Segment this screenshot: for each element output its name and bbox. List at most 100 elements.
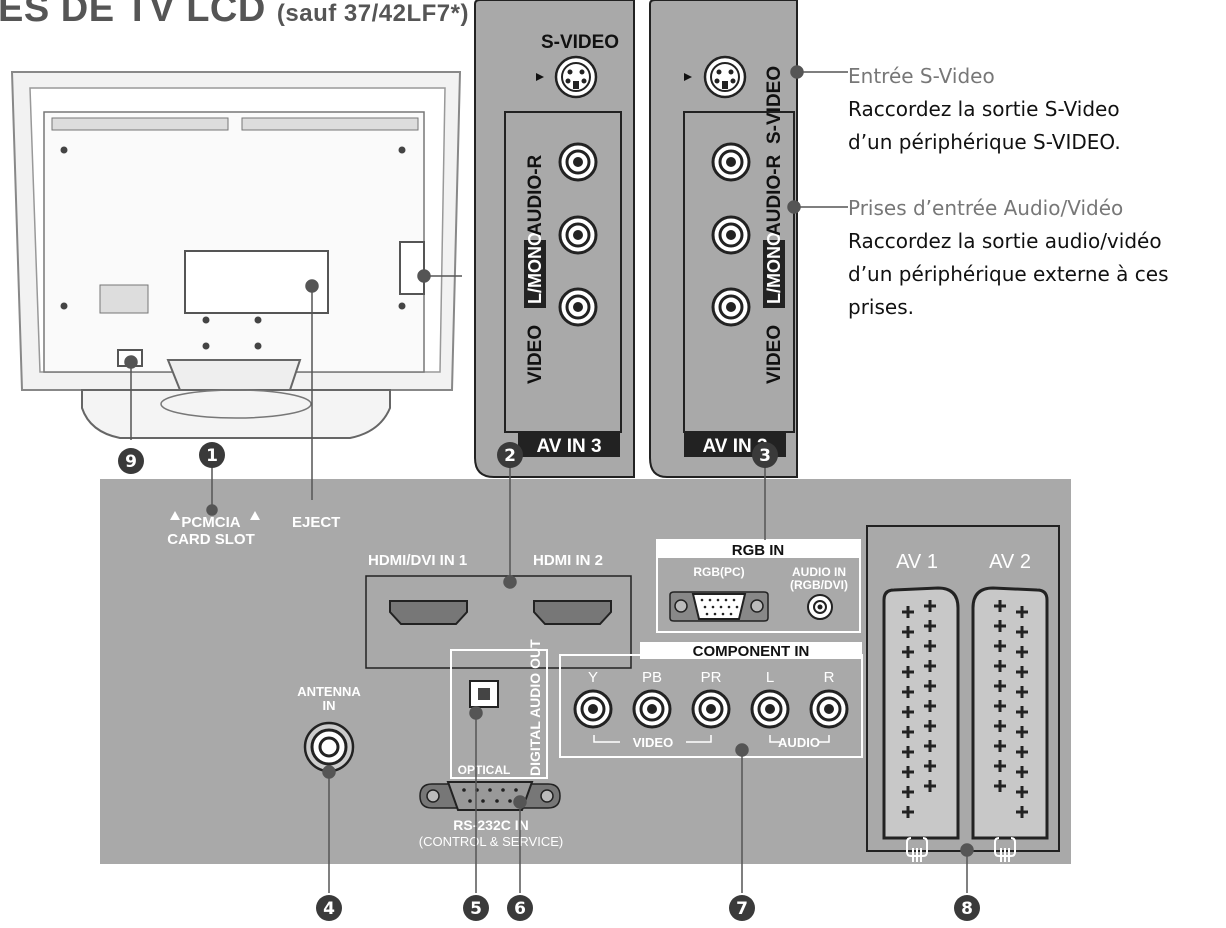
svg-text:2: 2 [504, 446, 516, 466]
comp-pb-label: PB [642, 669, 662, 686]
comp-y-label: Y [588, 669, 598, 686]
audio-l-port [558, 215, 598, 255]
svg-text:VIDEO: VIDEO [764, 325, 785, 384]
antenna-port [303, 721, 355, 773]
avin3-label: AV IN 3 [536, 436, 601, 457]
svg-text:5: 5 [470, 899, 482, 919]
svg-text:AUDIO-R: AUDIO-R [764, 154, 785, 236]
svideo-heading: Entrée S-Video [848, 64, 995, 88]
svideo-text-line: d’un périphérique S-VIDEO. [848, 130, 1121, 154]
comp-audio-label: AUDIO [778, 735, 820, 750]
av-text-line: prises. [848, 295, 914, 319]
title-sub: (sauf 37/42LF7*) [276, 0, 469, 27]
audio-in-port [807, 594, 833, 620]
antenna-label: ANTENNA [297, 684, 361, 699]
antenna-in-label: IN [323, 698, 336, 713]
scart-av2-port [971, 586, 1049, 840]
svg-text:S-VIDEO: S-VIDEO [764, 66, 785, 144]
comp-pr-label: PR [701, 669, 722, 686]
audio-r-label: AUDIO-R [525, 154, 546, 236]
callout-lines [124, 279, 974, 893]
rgb-pc-port [669, 591, 769, 622]
hdmi2-label: HDMI IN 2 [533, 552, 603, 569]
digital-audio-out-label: DIGITAL AUDIO OUT [527, 639, 543, 776]
side-panel-right: VIDEO L/MONO AUDIO-R S-VIDEO AV IN 3 [649, 0, 798, 478]
hdmi1-port [389, 600, 468, 625]
side-input-module [399, 241, 425, 295]
eject-label: EJECT [292, 514, 340, 531]
component-pr-port [691, 689, 731, 729]
callout-1: 1 [199, 442, 225, 468]
av-heading: Prises d’entrée Audio/Vidéo [848, 196, 1124, 220]
callout-3: 3 [752, 442, 778, 468]
video-label: VIDEO [525, 325, 546, 384]
vent-grille [51, 117, 419, 314]
svideo-label: S-VIDEO [541, 32, 619, 53]
video-port-2 [711, 287, 751, 327]
svg-text:9: 9 [125, 452, 137, 472]
lmono-label: L/MONO [525, 232, 545, 304]
svg-text:8: 8 [961, 899, 973, 919]
title-main: ES DE TV LCD [0, 0, 266, 30]
scart-av1-port [882, 586, 960, 840]
side-panel-left: S-VIDEO VIDEO L/MONO AUDIO-R AV IN 3 [474, 0, 635, 478]
av-text-line: d’un périphérique externe à ces [848, 262, 1169, 286]
av-text-line: Raccordez la sortie audio/vidéo [848, 229, 1162, 253]
rs232-port [419, 781, 561, 811]
svg-text:6: 6 [514, 899, 526, 919]
callout-4: 4 [316, 895, 342, 921]
callout-2: 2 [497, 442, 523, 468]
page-title: ES DE TV LCD (sauf 37/42LF7*) [0, 0, 469, 31]
callout-badges: 1 2 3 9 4 5 6 7 8 [118, 442, 980, 921]
hdmi1-label: HDMI/DVI IN 1 [368, 552, 467, 569]
comp-r-label: R [824, 669, 835, 686]
video-port [558, 287, 598, 327]
input-module [184, 250, 329, 314]
svg-text:L/MONO: L/MONO [764, 232, 784, 304]
av2-label: AV 2 [989, 551, 1031, 573]
connector-panel: PCMCIA CARD SLOT EJECT HDMI/DVI IN 1 HDM… [100, 479, 1071, 864]
comp-l-label: L [766, 669, 774, 686]
svg-text:AV IN 3: AV IN 3 [702, 436, 767, 457]
optical-label: OPTICAL [458, 763, 511, 777]
leader-lines [417, 65, 848, 283]
av1-label: AV 1 [896, 551, 938, 573]
svideo-text-line: Raccordez la sortie S-Video [848, 97, 1120, 121]
audio-r-port [558, 142, 598, 182]
screws [60, 146, 406, 350]
component-r-port [809, 689, 849, 729]
stand-base [81, 389, 391, 439]
component-pb-port [632, 689, 672, 729]
audio-l-port-2 [711, 215, 751, 255]
callout-6: 6 [507, 895, 533, 921]
pcmcia-label: PCMCIA [181, 514, 240, 531]
svideo-port [554, 55, 598, 99]
callout-7: 7 [729, 895, 755, 921]
component-y-port [573, 689, 613, 729]
audio-in-sub-label: (RGB/DVI) [790, 578, 848, 592]
av-description: Prises d’entrée Audio/Vidéo Raccordez la… [848, 192, 1226, 324]
rs232-sub-label: (CONTROL & SERVICE) [419, 834, 563, 849]
comp-video-label: VIDEO [633, 735, 673, 750]
hdmi2-port [533, 600, 612, 625]
card-slot-label: CARD SLOT [167, 531, 255, 548]
callout-8: 8 [954, 895, 980, 921]
rgb-pc-label: RGB(PC) [693, 565, 744, 579]
svideo-port-2 [703, 55, 747, 99]
rs232-label: RS-232C IN [453, 817, 528, 833]
stand-neck [166, 359, 302, 391]
svg-text:4: 4 [323, 899, 335, 919]
callout-5: 5 [463, 895, 489, 921]
svg-text:1: 1 [206, 446, 218, 466]
component-in-label: COMPONENT IN [693, 643, 810, 660]
rgb-in-label: RGB IN [732, 542, 785, 559]
audio-in-label: AUDIO IN [792, 565, 846, 579]
svg-text:7: 7 [736, 899, 748, 919]
audio-r-port-2 [711, 142, 751, 182]
tv-back-panel [43, 111, 425, 373]
tv-rear-view [10, 71, 462, 439]
svideo-description: Entrée S-Video Raccordez la sortie S-Vid… [848, 60, 1226, 159]
svg-text:3: 3 [759, 446, 771, 466]
callout-9: 9 [118, 448, 144, 474]
